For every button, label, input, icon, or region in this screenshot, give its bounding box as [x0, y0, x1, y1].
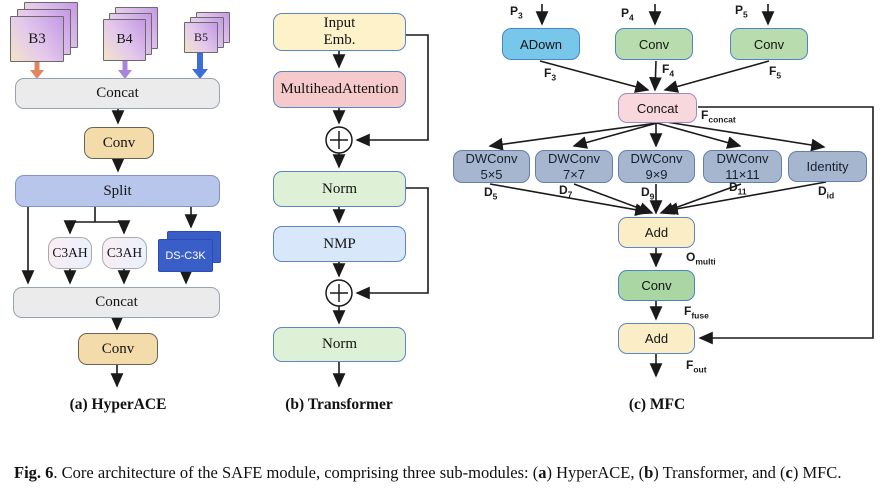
hyperace-split-box: Split: [15, 175, 220, 207]
f-concat-label: Fconcat: [701, 108, 736, 125]
mfc-concat-box: Concat: [618, 93, 697, 123]
dwconv-11x11-line1: DWConv: [716, 151, 769, 167]
mfc-wires: [488, 4, 874, 378]
b3-label: B3: [28, 30, 46, 47]
mfc-dwconv-7x7-box: DWConv 7×7: [535, 150, 613, 183]
mfc-add2-box: Add: [618, 323, 695, 354]
b4-front-panel: [103, 19, 146, 61]
hyperace-concat1-box: Concat: [15, 78, 220, 109]
b5-front-panel: [184, 22, 218, 53]
transformer-mha-box: MultiheadAttention: [273, 71, 406, 108]
transformer-module-label: (b) Transformer: [285, 396, 393, 413]
mfc-identity-box: Identity: [788, 151, 867, 182]
transformer-norm2-box: Norm: [273, 327, 406, 362]
hyperace-concat2-box: Concat: [13, 287, 220, 318]
dwconv-9x9-line1: DWConv: [630, 151, 683, 167]
dwconv-5x5-line1: DWConv: [465, 151, 518, 167]
d9-label: D9: [641, 185, 655, 202]
f4-label: F4: [662, 62, 675, 79]
residual-add-circle-1: [325, 126, 353, 154]
b5-input-arrow: [192, 49, 208, 79]
mfc-conv-p5-box: Conv: [730, 28, 808, 60]
mfc-dwconv-9x9-box: DWConv 9×9: [618, 150, 695, 183]
hyperace-conv2-box: Conv: [78, 333, 158, 365]
mfc-adown-box: ADown: [502, 28, 580, 60]
transformer-wires: [332, 34, 429, 388]
b5-label: B5: [193, 30, 208, 44]
input-emb-line1: Input: [323, 15, 356, 32]
hyperace-conv1-box: Conv: [84, 127, 154, 159]
dwconv-5x5-line2: 5×5: [480, 166, 503, 182]
mfc-conv-box: Conv: [618, 270, 695, 301]
residual-add-circle-2: [325, 279, 353, 307]
p5-label: P5: [735, 3, 748, 20]
connector-layer: [21, 4, 874, 388]
f5-label: F5: [769, 64, 782, 81]
hyperace-module-label: (a) HyperACE: [69, 396, 167, 413]
hyperace-c3ah-left-box: C3AH: [48, 237, 92, 269]
input-emb-line2: Emb.: [323, 32, 356, 48]
hyperace-wires: [21, 109, 198, 388]
mfc-conv-p4-box: Conv: [615, 28, 693, 60]
transformer-norm1-box: Norm: [273, 171, 406, 207]
f-fuse-label: Ffuse: [684, 304, 709, 321]
mfc-module-label: (c) MFC: [628, 396, 686, 413]
figure-caption: Fig. 6. Core architecture of the SAFE mo…: [14, 462, 842, 482]
f3-label: F3: [544, 66, 557, 83]
hyperace-dsc3k-box: DS-C3K: [158, 239, 213, 272]
mfc-dwconv-11x11-box: DWConv 11×11: [703, 150, 782, 183]
transformer-input-emb-box: Input Emb.: [273, 13, 406, 51]
mfc-dwconv-5x5-box: DWConv 5×5: [453, 150, 530, 183]
transformer-nmp-box: NMP: [273, 226, 406, 262]
did-label: Did: [818, 184, 835, 201]
dwconv-7x7-line2: 7×7: [562, 166, 586, 182]
dwconv-9x9-line2: 9×9: [645, 166, 668, 182]
d7-label: D7: [559, 183, 573, 200]
f-out-label: Fout: [686, 358, 707, 375]
b4-label: B4: [116, 32, 133, 47]
mfc-add1-box: Add: [618, 217, 695, 248]
diagram-canvas: B3 B4 B5 Concat Conv Split C3AH C3AH DS-…: [10, 2, 874, 413]
hyperace-c3ah-right-box: C3AH: [102, 237, 147, 269]
caption-fig-number: Fig. 6: [14, 462, 54, 482]
d11-label: D11: [729, 180, 747, 197]
o-multi-label: Omulti: [686, 250, 716, 267]
d5-label: D5: [484, 185, 498, 202]
dwconv-11x11-line2: 11×11: [725, 166, 760, 182]
p3-label: P3: [510, 4, 523, 21]
p4-label: P4: [621, 6, 634, 23]
b3-front-panel: [10, 16, 64, 62]
dwconv-7x7-line1: DWConv: [547, 151, 600, 167]
